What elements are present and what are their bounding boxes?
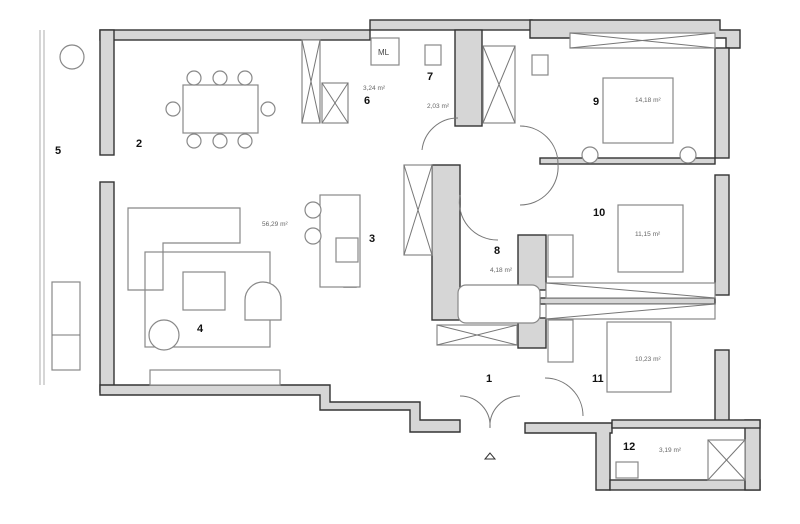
plant-icon	[59, 44, 85, 70]
bathrooms	[424, 44, 746, 481]
room-2-number: 2	[136, 138, 142, 150]
toilet	[424, 44, 442, 66]
room-12-area: 3,19 m²	[659, 447, 682, 454]
coffee-table	[182, 271, 226, 311]
furniture	[127, 70, 361, 386]
washing-machine-label: ML	[378, 48, 390, 57]
entrance-icon	[483, 452, 497, 460]
room-1-number: 1	[486, 373, 492, 385]
room-12-number: 12	[623, 441, 635, 453]
room-5-number: 5	[55, 145, 61, 157]
room-9-number: 9	[593, 96, 599, 108]
sink	[615, 461, 639, 479]
room-11-number: 11	[592, 373, 604, 385]
bed	[617, 204, 684, 273]
bathtub	[457, 284, 541, 324]
doors	[421, 117, 584, 460]
terrace	[39, 30, 85, 385]
closets	[301, 32, 716, 346]
living-area: 56,29 m²	[262, 221, 288, 228]
room-7-area: 2,03 m²	[427, 103, 450, 110]
beds	[547, 77, 697, 393]
sofa	[127, 207, 241, 291]
dining-table	[182, 84, 259, 134]
room-3-number: 3	[369, 233, 375, 245]
room-10-area: 11,15 m²	[635, 231, 661, 238]
room-8-number: 8	[494, 245, 500, 257]
room-8-area: 4,18 m²	[490, 267, 513, 274]
room-4-number: 4	[197, 323, 204, 335]
sun-lounger	[51, 281, 81, 371]
room-7-number: 7	[427, 71, 433, 83]
room-9-area: 14,18 m²	[635, 97, 661, 104]
room-6-area: 3,24 m²	[363, 85, 386, 92]
walls	[99, 19, 761, 491]
room-labels: 1 2 3 4 5 6 7 8 9 10 11 12 56,29 m² 3,24…	[55, 48, 682, 454]
room-6-number: 6	[364, 95, 370, 107]
toilet	[531, 54, 549, 76]
washing-machine	[370, 37, 400, 66]
room-10-number: 10	[593, 207, 605, 219]
room-11-area: 10,23 m²	[635, 356, 661, 363]
bed	[602, 77, 674, 144]
armchair	[244, 281, 282, 321]
cooktop	[335, 237, 359, 263]
bed	[606, 321, 672, 393]
